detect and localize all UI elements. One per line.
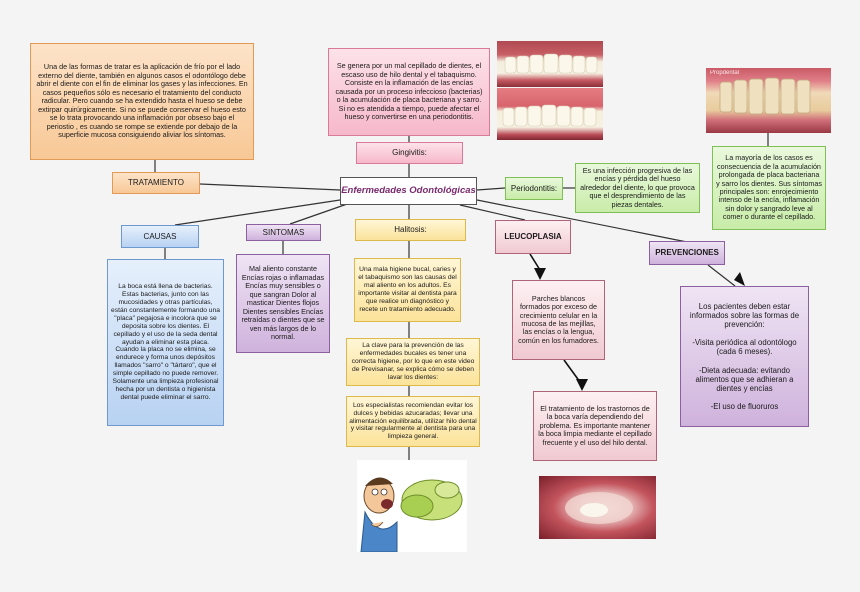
periodontitis-description: Es una infección progresiva de las encía…	[575, 163, 700, 213]
prevenciones-description: Los pacientes deben estar informados sob…	[680, 286, 809, 427]
sintomas-text: Mal aliento constante Encías rojas o inf…	[241, 264, 325, 342]
causas-text: La boca está llena de bacterias. Estas b…	[111, 283, 220, 401]
periodontitis-photo: Propdental	[706, 68, 831, 133]
central-node[interactable]: Enfermedades Odontológicas	[340, 177, 477, 205]
tratamiento-label: TRATAMIENTO	[128, 178, 184, 188]
prevenciones-node[interactable]: PREVENCIONES	[649, 241, 725, 265]
prevenciones-intro: Los pacientes deben estar informados sob…	[689, 301, 800, 330]
central-title: Enfermedades Odontológicas	[341, 185, 476, 197]
causas-label: CAUSAS	[143, 231, 177, 241]
tratamiento-node[interactable]: TRATAMIENTO	[112, 172, 200, 194]
bad-breath-illustration	[357, 460, 467, 552]
prevenciones-item-3: -El uso de fluoruros	[710, 402, 779, 412]
halitosis-description-1: Una mala higiene bucal, caries y el taba…	[354, 258, 461, 322]
halitosis-text-2: La clave para la prevención de las enfer…	[351, 342, 475, 381]
gingivitis-photo-bottom	[497, 88, 603, 140]
causas-node[interactable]: CAUSAS	[121, 225, 199, 248]
gingivitis-description: Se genera por un mal cepillado de diente…	[328, 48, 490, 136]
prevenciones-item-2: -Dieta adecuada: evitando alimentos que …	[695, 365, 794, 393]
leucoplasia-text-1: Parches blancos formados por exceso de c…	[518, 293, 599, 345]
causas-description: La boca está llena de bacterias. Estas b…	[107, 259, 224, 426]
sintomas-description: Mal aliento constante Encías rojas o inf…	[236, 254, 330, 353]
halitosis-text-3: Los especialistas recomiendan evitar los…	[349, 401, 477, 441]
leucoplasia-node[interactable]: LEUCOPLASIA	[495, 220, 571, 254]
sintomas-node[interactable]: SINTOMAS	[246, 224, 321, 241]
periodontitis-node[interactable]: Periodontitis:	[505, 177, 563, 200]
leucoplasia-description-1: Parches blancos formados por exceso de c…	[512, 280, 605, 360]
gingivitis-photo-top	[497, 41, 603, 87]
halitosis-description-3: Los especialistas recomiendan evitar los…	[346, 396, 480, 447]
periodontitis-text: Es una infección progresiva de las encía…	[580, 165, 695, 209]
gingivitis-text: Se genera por un mal cepillado de diente…	[335, 61, 483, 122]
prevenciones-item-1: -Visita periódica al odontólogo (cada 6 …	[692, 338, 797, 357]
gingivitis-label: Gingivitis:	[392, 148, 427, 158]
halitosis-label: Halitosis:	[394, 225, 427, 235]
halitosis-description-2: La clave para la prevención de las enfer…	[346, 338, 480, 386]
tratamiento-text: Una de las formas de tratar es la aplica…	[36, 62, 248, 140]
photo-watermark: Propdental	[710, 70, 740, 76]
periodontitis-label: Periodontitis:	[510, 183, 558, 193]
periodontitis-detail: La mayoría de los casos es consecuencia …	[712, 146, 826, 230]
sintomas-label: SINTOMAS	[262, 227, 305, 237]
tratamiento-description: Una de las formas de tratar es la aplica…	[30, 43, 254, 160]
periodontitis-detail-text: La mayoría de los casos es consecuencia …	[716, 153, 822, 222]
leucoplasia-text-2: El tratamiento de los trastornos de la b…	[538, 403, 652, 447]
leucoplasia-photo	[539, 476, 656, 539]
prevenciones-label: PREVENCIONES	[655, 248, 719, 258]
halitosis-text-1: Una mala higiene bucal, caries y el taba…	[358, 266, 457, 313]
halitosis-node[interactable]: Halitosis:	[355, 219, 466, 241]
leucoplasia-description-2: El tratamiento de los trastornos de la b…	[533, 391, 657, 461]
leucoplasia-label: LEUCOPLASIA	[504, 232, 562, 242]
gingivitis-node[interactable]: Gingivitis:	[356, 142, 463, 164]
